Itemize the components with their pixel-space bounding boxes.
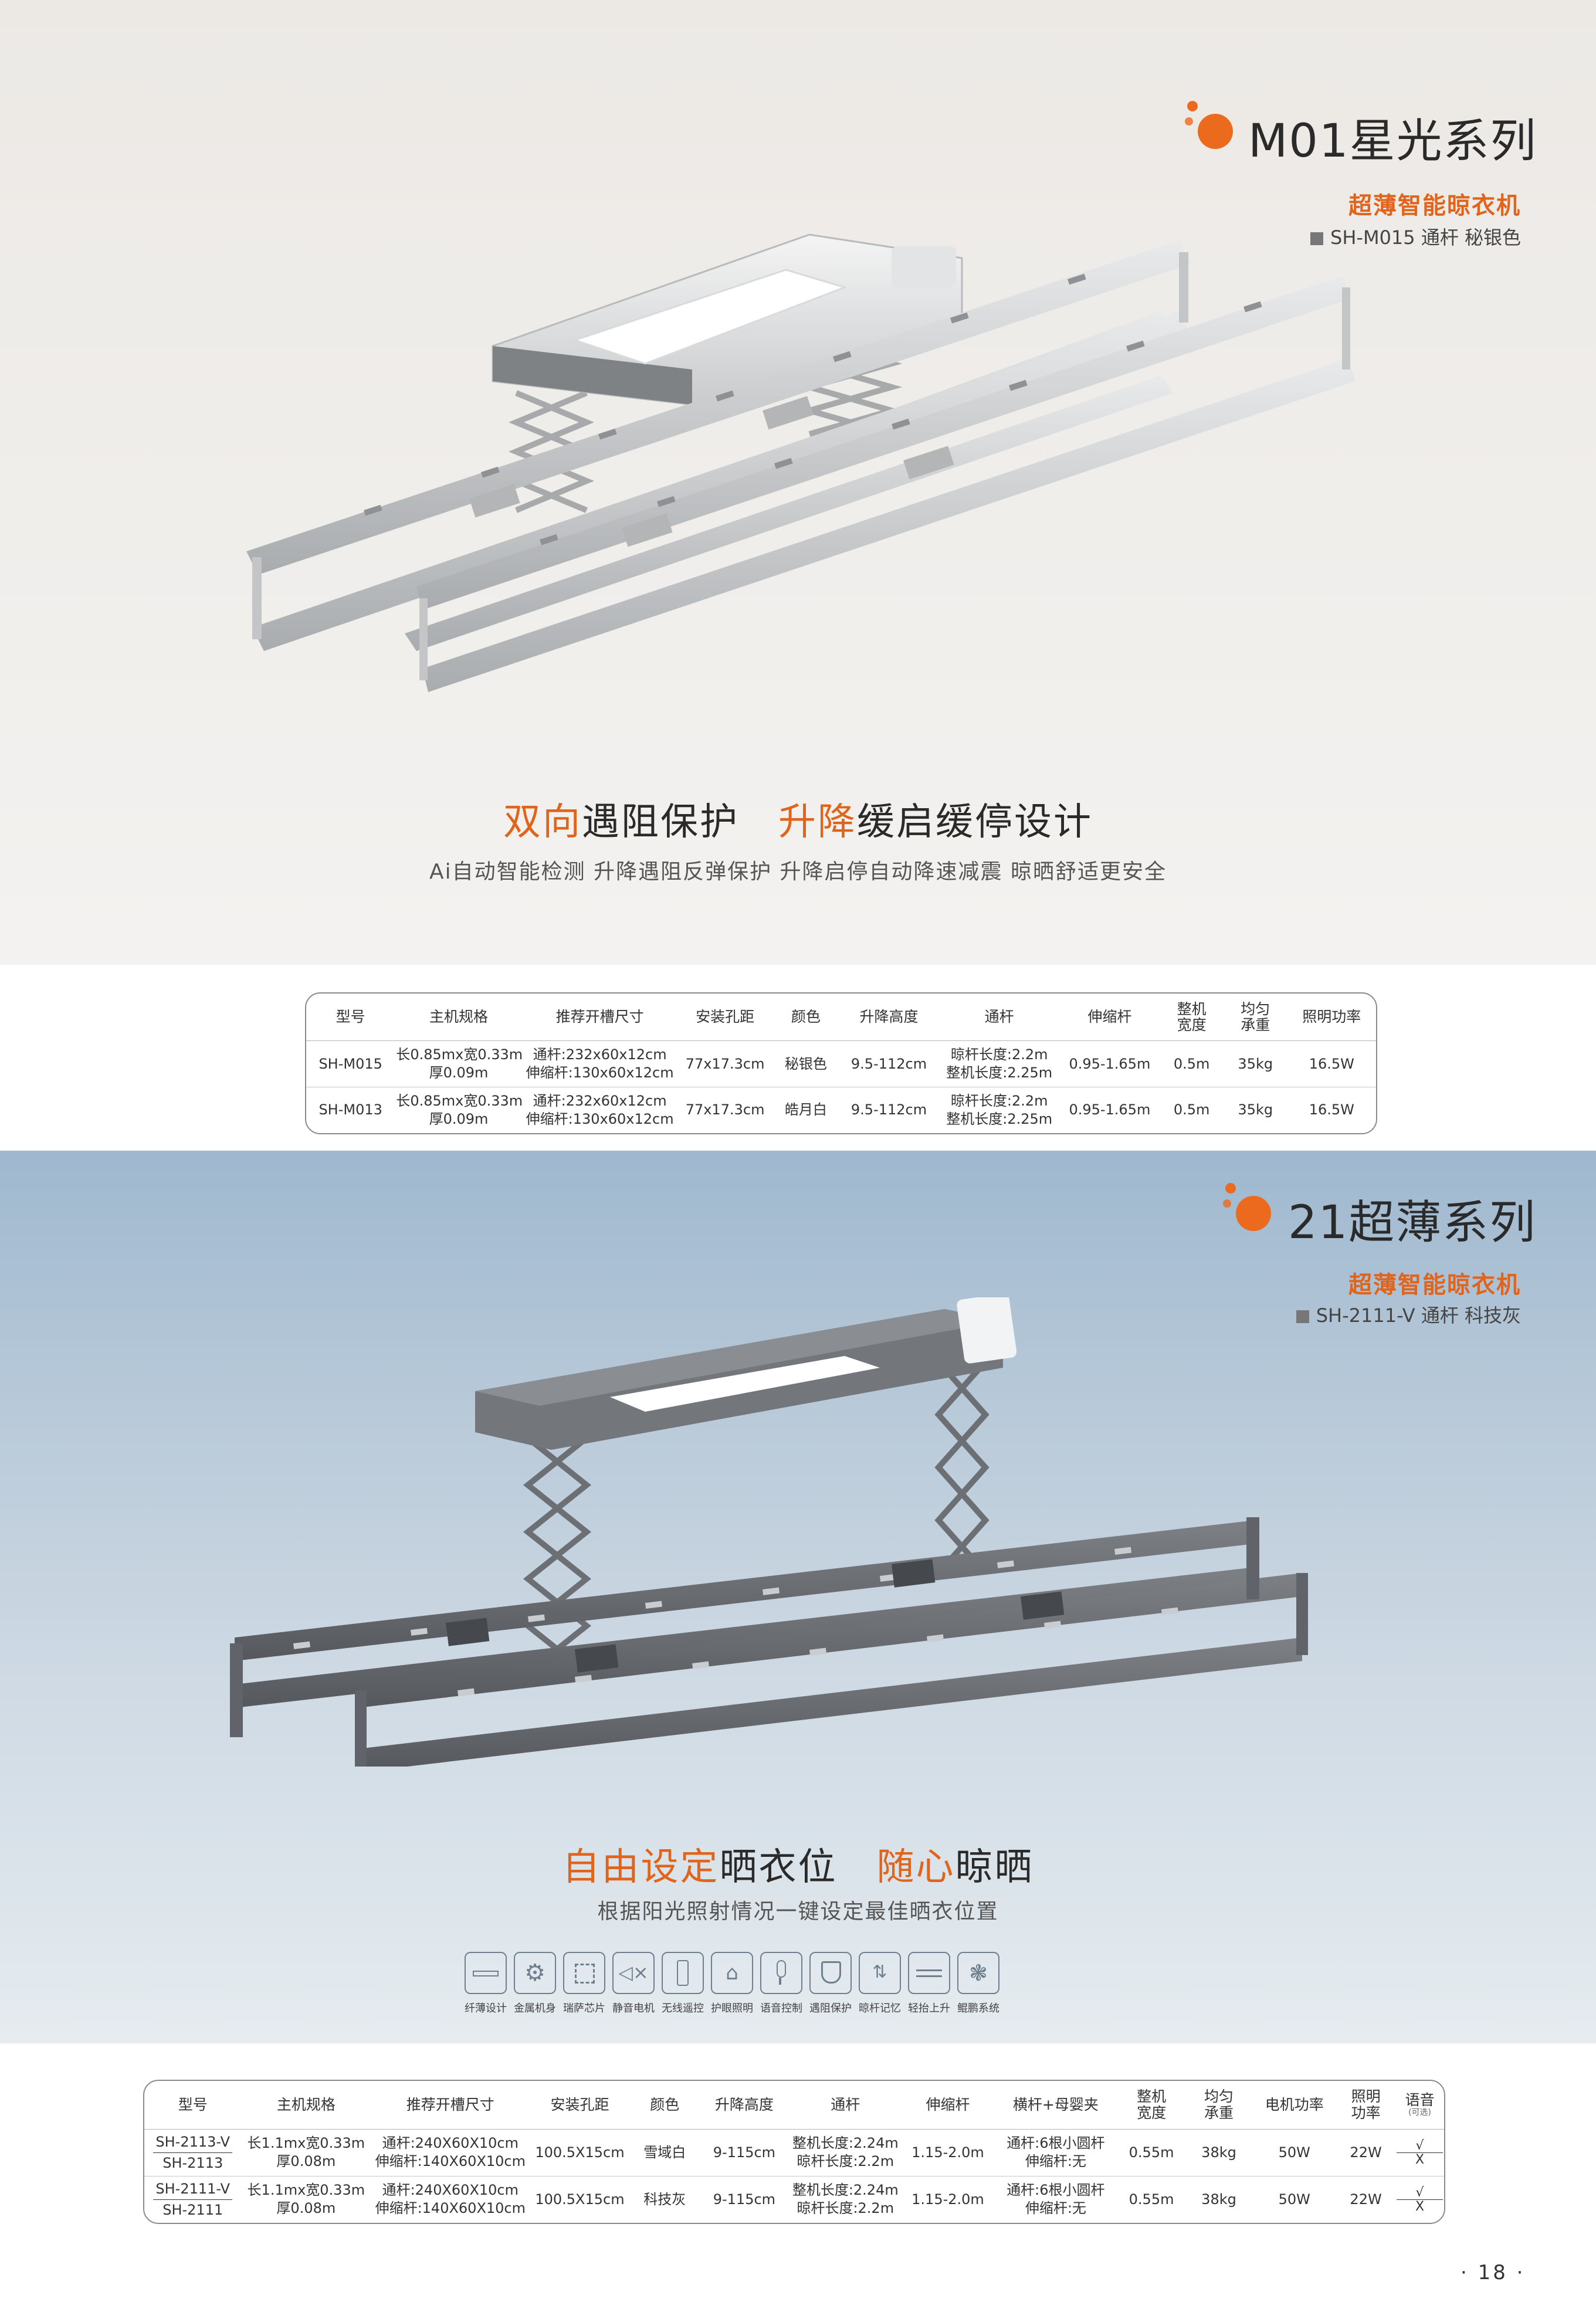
section-m01: M01星光系列 超薄智能晾衣机 SH-M015 通杆 秘银色 [0,0,1596,965]
feature-voice: 语音控制 [757,1952,806,2015]
headline-21: 自由设定晒衣位 随心晾晒 [562,1846,1034,1889]
series-title: M01星光系列 [1248,115,1537,168]
tagline-21: 根据阳光照射情况一键设定最佳晒衣位置 [597,1900,999,1924]
spec-table-m01: 型号 主机规格 推荐开槽尺寸 安装孔距 颜色 升降高度 通杆 伸缩杆 整机 宽度… [305,992,1377,1134]
feature-system: ❃鲲鹏系统 [954,1952,1003,2015]
model-line: SH-2111-V 通杆 科技灰 [1296,1301,1521,1328]
feature-bar-memory: ⇅晾杆记忆 [855,1952,904,2015]
feature-silent-motor: ◁×静音电机 [609,1952,658,2015]
feature-eye-lighting: ⌂护眼照明 [707,1952,757,2015]
feature-icons-row: 纤薄设计 ⚙金属机身 瑞萨芯片 ◁×静音电机 无线遥控 ⌂护眼照明 语音控制 遇… [461,1952,1003,2015]
system-icon: ❃ [957,1952,999,1994]
product-image-2111 [230,1297,1308,1767]
brand-dots-icon [1185,101,1238,154]
lamp-icon: ⌂ [711,1952,753,1994]
headline-m01: 双向遇阻保护 升降缓启缓停设计 [503,801,1093,844]
feature-thin-design: 纤薄设计 [461,1952,510,2015]
memory-icon: ⇅ [859,1952,901,1994]
check-icon: √ [1397,2186,1443,2200]
feature-lift: 轻抬上升 [904,1952,954,2015]
remote-icon [662,1952,704,1994]
table-header-row: 型号 主机规格 推荐开槽尺寸 安装孔距 颜色 升降高度 通杆 伸缩杆 横杆+母婴… [144,2081,1444,2130]
square-bullet-icon [1310,232,1324,245]
feature-chip: 瑞萨芯片 [560,1952,609,2015]
series-title: 21超薄系列 [1288,1196,1537,1249]
square-bullet-icon [1296,1310,1309,1323]
page-number: · 18 · [1461,2261,1526,2284]
tagline-m01: Ai自动智能检测 升降遇阻反弹保护 升降启停自动降速减震 晾晒舒适更安全 [429,860,1167,884]
cross-icon: X [1415,2199,1425,2214]
shield-icon [809,1952,852,1994]
product-subtitle: 超薄智能晾衣机 [1348,192,1521,219]
brand-dots-icon [1223,1183,1276,1236]
microphone-icon [760,1952,802,1994]
chip-icon [563,1952,605,1994]
lift-icon [908,1952,950,1994]
product-subtitle: 超薄智能晾衣机 [1348,1272,1521,1299]
gear-icon: ⚙ [514,1952,556,1994]
section-21: 21超薄系列 超薄智能晾衣机 SH-2111-V 通杆 科技灰 [0,1151,1596,2043]
feature-metal-body: ⚙金属机身 [510,1952,560,2015]
table-header-row: 型号 主机规格 推荐开槽尺寸 安装孔距 颜色 升降高度 通杆 伸缩杆 整机 宽度… [306,994,1376,1042]
check-icon: √ [1397,2138,1443,2153]
feature-remote: 无线遥控 [658,1952,707,2015]
spec-table-21: 型号 主机规格 推荐开槽尺寸 安装孔距 颜色 升降高度 通杆 伸缩杆 横杆+母婴… [143,2080,1445,2224]
mute-speaker-icon: ◁× [612,1952,655,1994]
model-line: SH-M015 通杆 秘银色 [1310,223,1521,250]
thin-design-icon [465,1952,507,1994]
product-image-m015 [246,233,1355,692]
feature-obstacle-protect: 遇阻保护 [806,1952,855,2015]
cross-icon: X [1415,2152,1425,2167]
